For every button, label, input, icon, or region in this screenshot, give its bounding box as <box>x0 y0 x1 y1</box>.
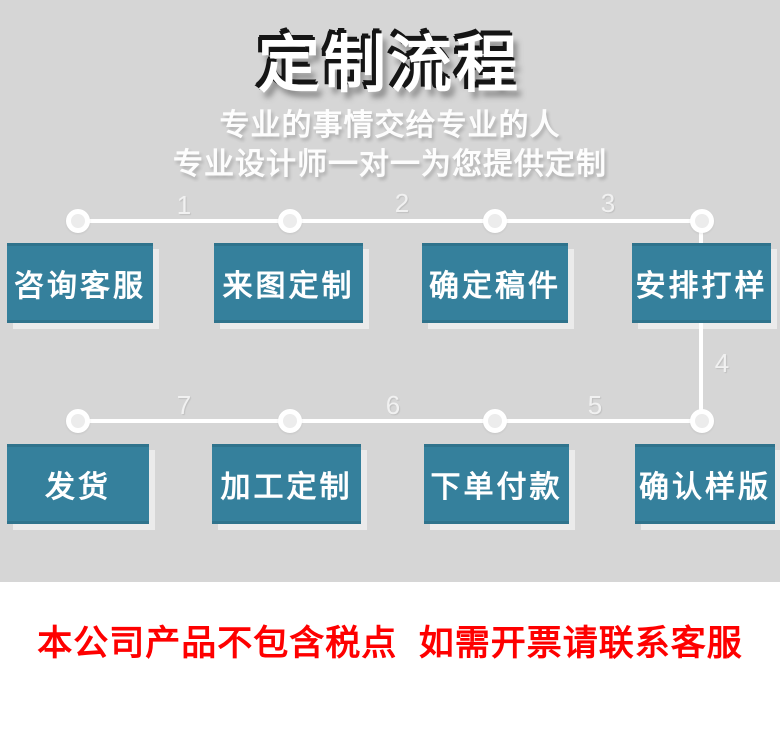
ship-goods-box: 发货 <box>7 444 149 524</box>
arrange-sample-box: 安排打样 <box>632 243 771 323</box>
flow-node-dot <box>690 409 714 433</box>
step-number-3: 3 <box>600 188 616 218</box>
connector-line-top <box>78 219 704 223</box>
confirm-sample-box: 确认样版 <box>635 444 775 524</box>
step-number-4: 4 <box>714 348 730 378</box>
gray-hero-section: 定制流程 专业的事情交给专业的人 专业设计师一对一为您提供定制 1 2 3 4 … <box>0 0 780 582</box>
flow-node-dot <box>66 409 90 433</box>
flow-node-dot <box>483 209 507 233</box>
confirm-draft-box: 确定稿件 <box>422 243 568 323</box>
step-number-2: 2 <box>394 188 410 218</box>
connector-line-bottom <box>78 419 704 423</box>
tax-notice-text: 本公司产品不包含税点 如需开票请联系客服 <box>37 624 743 663</box>
subtitle-line-1: 专业的事情交给专业的人 <box>219 109 561 142</box>
order-payment-box: 下单付款 <box>424 444 569 524</box>
consult-service-box: 咨询客服 <box>7 243 153 323</box>
step-number-5: 5 <box>587 390 603 420</box>
flow-node-dot <box>278 409 302 433</box>
subtitle-line-2: 专业设计师一对一为您提供定制 <box>173 148 607 181</box>
flow-node-dot <box>66 209 90 233</box>
step-number-6: 6 <box>385 390 401 420</box>
step-number-7: 7 <box>176 390 192 420</box>
custom-from-image-box: 来图定制 <box>214 243 363 323</box>
step-number-1: 1 <box>176 190 192 220</box>
flow-node-dot <box>278 209 302 233</box>
flow-diagram: 1 2 3 4 5 6 7 咨询客服 来图定制 确定稿件 安排打样 发货 加工定… <box>7 188 775 524</box>
page-title: 定制流程 <box>257 31 522 100</box>
flow-node-dot <box>690 209 714 233</box>
flow-node-dot <box>483 409 507 433</box>
process-custom-box: 加工定制 <box>212 444 361 524</box>
